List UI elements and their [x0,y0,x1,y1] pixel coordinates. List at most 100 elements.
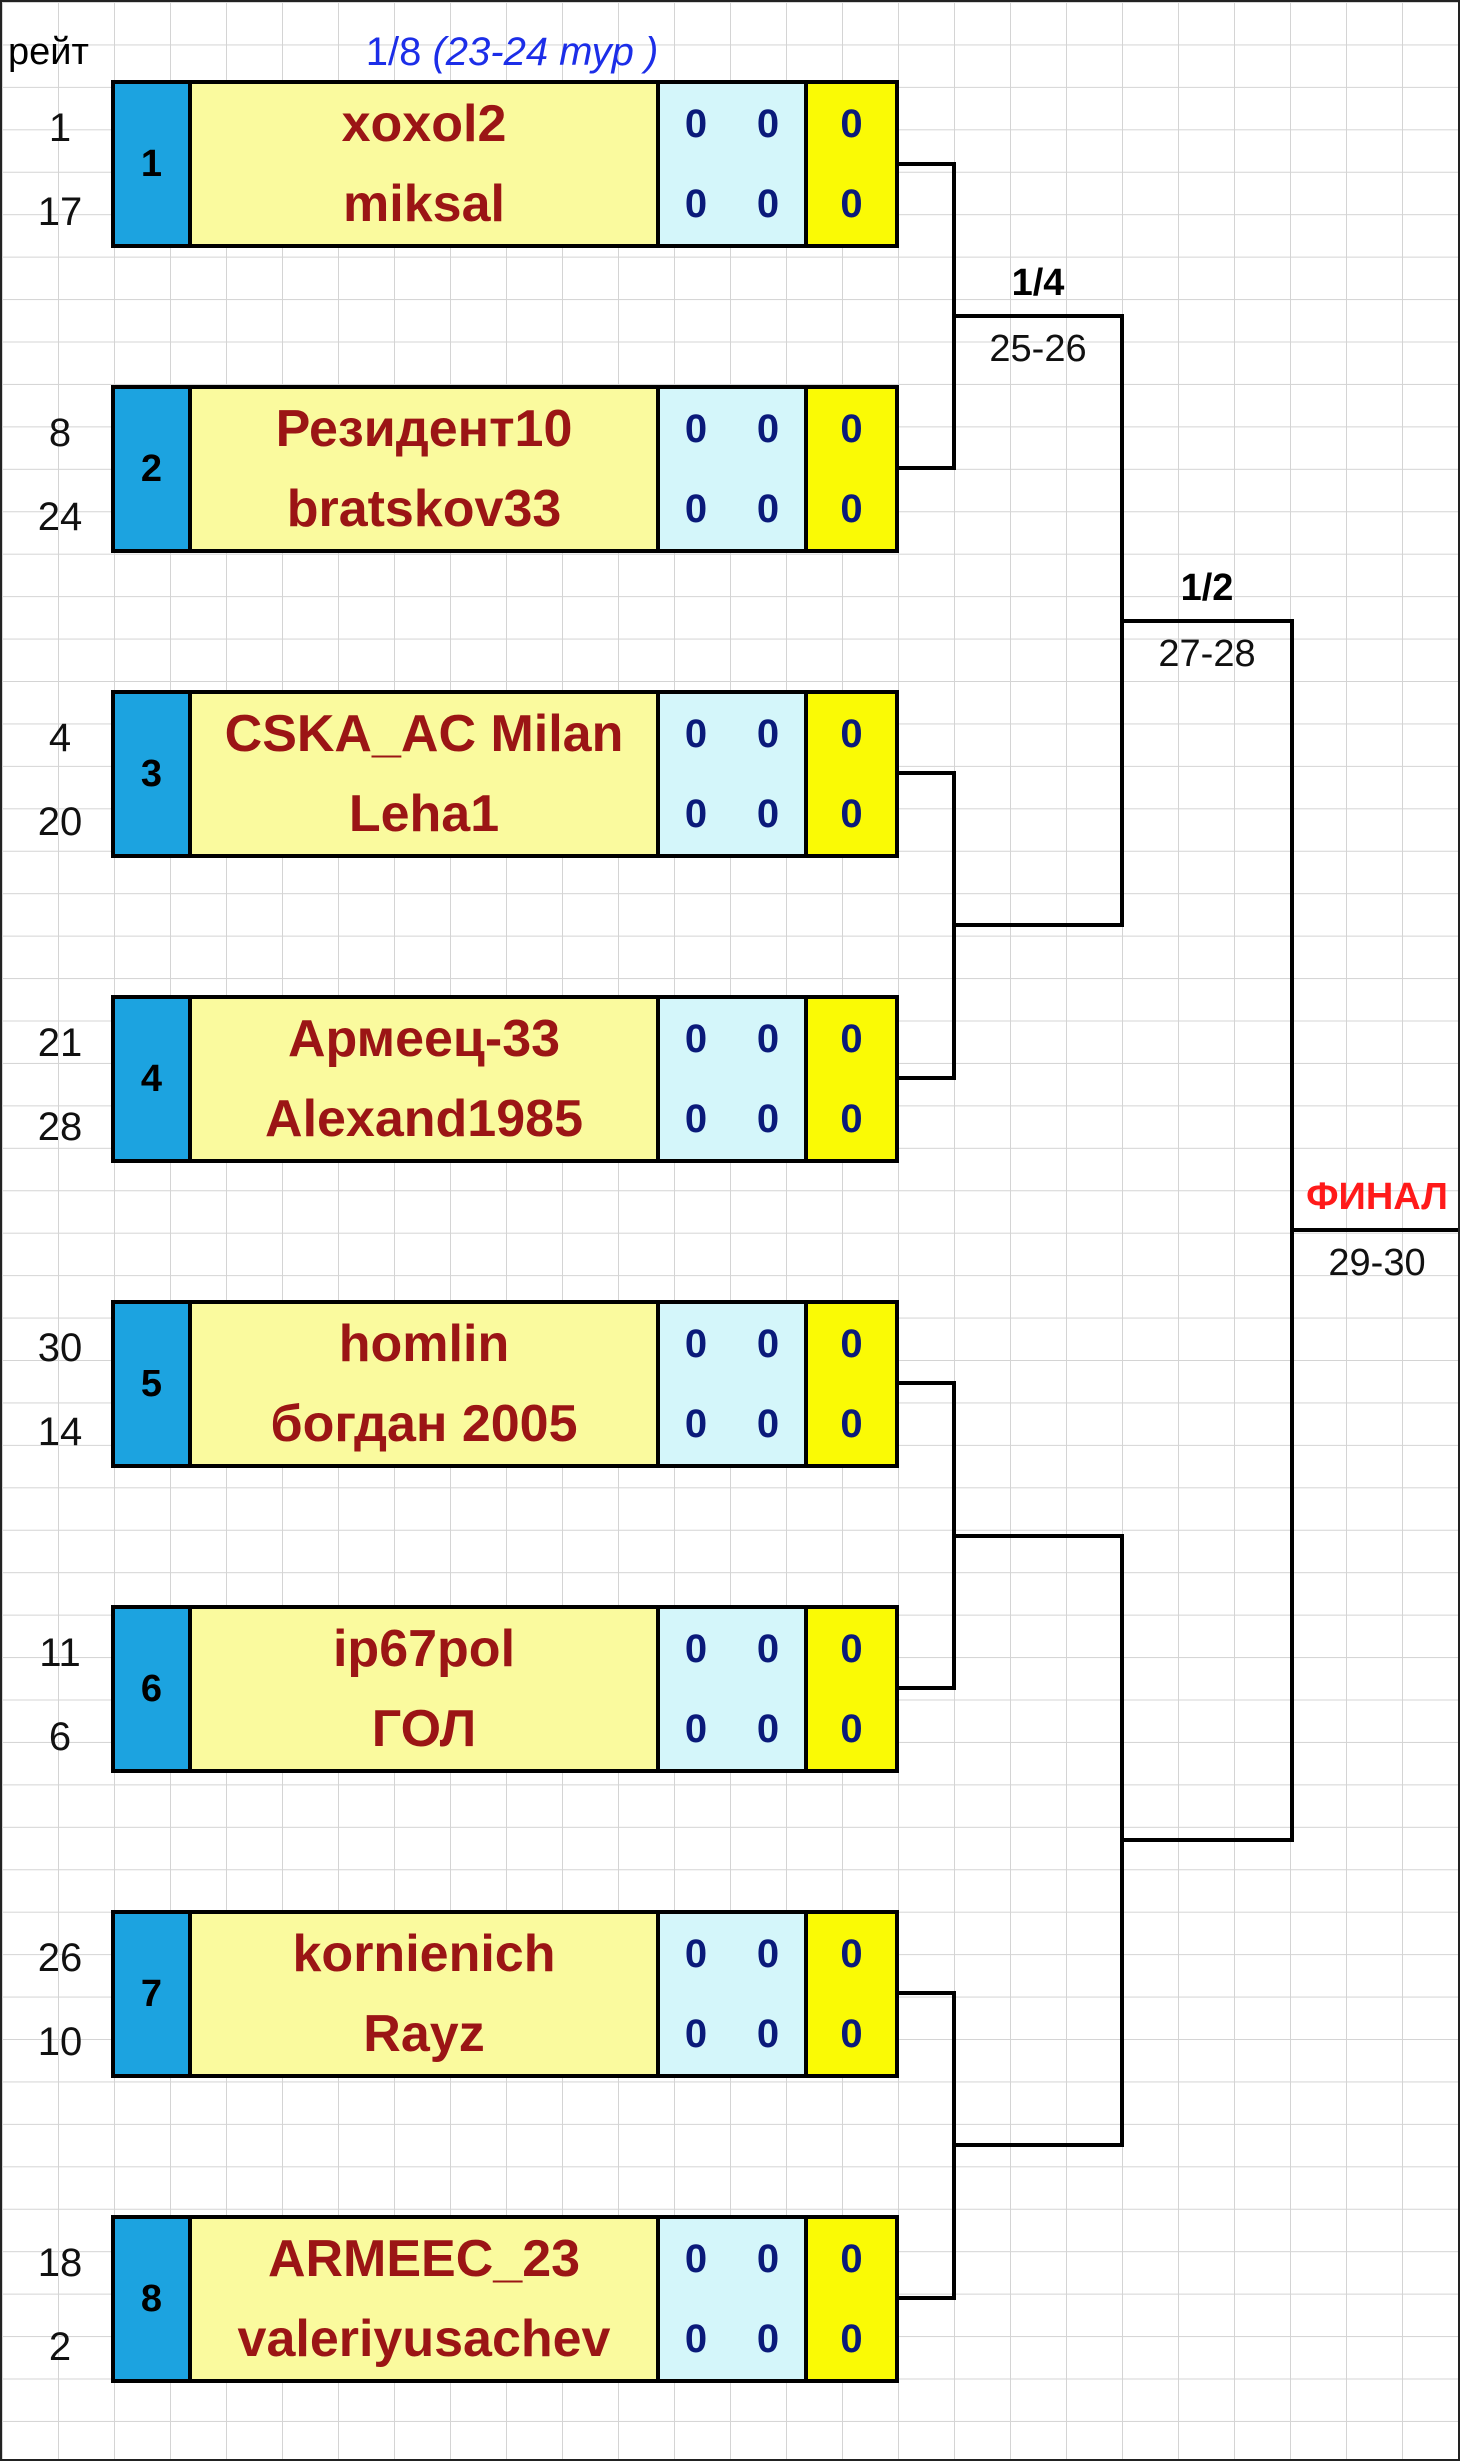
player-rating: 1 [48,106,72,150]
leg1-score: 0 [684,406,708,451]
player-rating: 10 [37,2020,83,2064]
player-name[interactable]: Leha1 [348,785,500,843]
player-name[interactable]: Rayz [363,2005,485,2063]
total-score: 0 [840,791,863,836]
leg1-score: 0 [684,486,708,531]
leg1-score: 0 [684,181,708,226]
connector-m5-m6 [897,1381,956,1690]
total-score: 0 [840,1626,863,1671]
player-rating: 20 [37,800,83,844]
match-players: xoxol2 miksal [192,84,660,244]
match-players: Армеец-33 Alexand1985 [192,999,660,1159]
match-number: 4 [115,999,192,1159]
score-row: 0 0 [660,1689,804,1769]
match-number: 2 [115,389,192,549]
match-number: 6 [115,1609,192,1769]
match-total-scores: 0 0 [808,389,895,549]
score-row: 0 0 [660,389,804,469]
match-leg-scores: 0 0 0 0 [660,1914,808,2074]
leg2-score: 0 [756,2316,780,2361]
player-rating: 24 [37,495,83,539]
player-rating: 26 [37,1936,83,1980]
total-score: 0 [840,1401,863,1446]
total-score: 0 [840,1321,863,1366]
leg2-score: 0 [756,1401,780,1446]
total-score: 0 [840,711,863,756]
player-rating: 6 [48,1715,72,1759]
match-number: 1 [115,84,192,244]
leg2-score: 0 [756,406,780,451]
player-rating: 8 [48,411,72,455]
match-players: homlin богдан 2005 [192,1304,660,1464]
match-leg-scores: 0 0 0 0 [660,694,808,854]
total-score: 0 [840,2236,863,2281]
player-name[interactable]: kornienich [292,1925,556,1983]
leg2-score: 0 [756,2236,780,2281]
match-total-scores: 0 0 [808,999,895,1159]
total-score: 0 [840,1096,863,1141]
final-tours: 29-30 [1328,1242,1426,1284]
leg1-score: 0 [684,1706,708,1751]
quarterfinal-top-box [952,314,1124,927]
final-title: ФИНАЛ [1306,1176,1448,1218]
player-rating: 17 [37,190,83,234]
match-number: 3 [115,694,192,854]
leg1-score: 0 [684,1931,708,1976]
player-name[interactable]: miksal [343,175,505,233]
player-name[interactable]: xoxol2 [341,95,507,153]
match-total-scores: 0 0 [808,2219,895,2379]
player-name[interactable]: Армеец-33 [287,1010,561,1068]
leg1-score: 0 [684,1096,708,1141]
semifinal-title: 1/2 [1180,567,1234,609]
round-of-16-header: 1/8 (23-24 тур ) [302,24,722,80]
match-total-scores: 0 0 [808,1914,895,2074]
leg1-score: 0 [684,101,708,146]
score-row: 0 0 [660,694,804,774]
score-row: 0 0 [660,1384,804,1464]
match-card-7: 7 kornienich Rayz 0 0 0 0 0 0 [111,1910,899,2078]
match-leg-scores: 0 0 0 0 [660,389,808,549]
match-players: kornienich Rayz [192,1914,660,2074]
match-card-2: 2 Резидент10 bratskov33 0 0 0 0 0 0 [111,385,899,553]
match-leg-scores: 0 0 0 0 [660,999,808,1159]
quarterfinal-title: 1/4 [1011,262,1065,304]
player-name[interactable]: Alexand1985 [265,1090,583,1148]
match-leg-scores: 0 0 0 0 [660,1304,808,1464]
match-card-4: 4 Армеец-33 Alexand1985 0 0 0 0 0 0 [111,995,899,1163]
score-row: 0 0 [660,1994,804,2074]
leg2-score: 0 [756,1706,780,1751]
match-leg-scores: 0 0 0 0 [660,1609,808,1769]
connector-m3-m4 [897,771,956,1080]
leg2-score: 0 [756,1096,780,1141]
player-name[interactable]: bratskov33 [286,480,562,538]
total-score: 0 [840,2316,863,2361]
player-name[interactable]: Резидент10 [275,400,573,458]
connector-m7-m8 [897,1991,956,2300]
match-leg-scores: 0 0 0 0 [660,84,808,244]
player-name[interactable]: CSKA_AC Milan [224,705,624,763]
round-of-16-label: 1/8 [365,30,422,74]
match-card-1: 1 xoxol2 miksal 0 0 0 0 0 0 [111,80,899,248]
player-name[interactable]: ARMEEC_23 [267,2230,581,2288]
player-rating: 21 [37,1021,83,1065]
player-name[interactable]: valeriyusachev [237,2310,611,2368]
player-name[interactable]: homlin [338,1315,510,1373]
total-score: 0 [840,1706,863,1751]
leg2-score: 0 [756,181,780,226]
match-players: CSKA_AC Milan Leha1 [192,694,660,854]
player-name[interactable]: богдан 2005 [270,1395,578,1453]
player-rating: 18 [37,2241,83,2285]
player-name[interactable]: ip67pol [332,1620,516,1678]
player-name[interactable]: ГОЛ [371,1700,477,1758]
match-total-scores: 0 0 [808,1609,895,1769]
total-score: 0 [840,181,863,226]
semifinal-box [1120,619,1294,1842]
total-score: 0 [840,101,863,146]
match-players: ARMEEC_23 valeriyusachev [192,2219,660,2379]
score-row: 0 0 [660,999,804,1079]
score-row: 0 0 [660,1079,804,1159]
semifinal-tours: 27-28 [1158,633,1256,675]
leg1-score: 0 [684,2316,708,2361]
total-score: 0 [840,1931,863,1976]
